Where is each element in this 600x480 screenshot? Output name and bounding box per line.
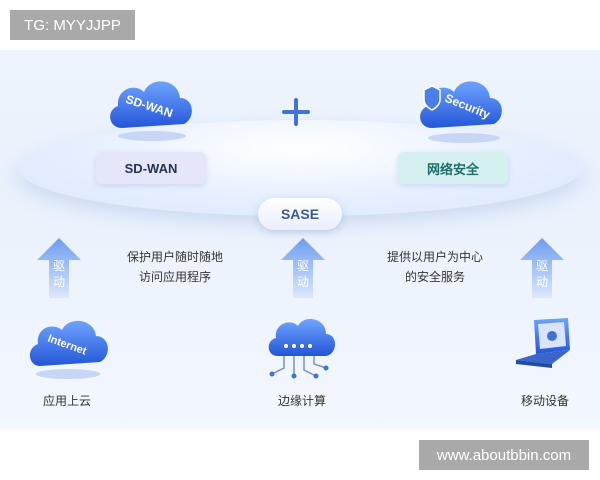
drive-arrow-text: 驱动: [52, 259, 65, 289]
security-label-box: 网络安全: [398, 152, 508, 184]
sdwan-cloud-icon: SD-WAN: [110, 81, 192, 141]
caption-cloud-apps: 应用上云: [42, 394, 91, 408]
drive-arrow-text: 驱动: [296, 259, 309, 289]
up-arrow-icon: [520, 238, 564, 298]
drive-arrow-center: 驱动: [281, 238, 325, 298]
watermark-top: TG: MYYJJPP: [10, 10, 135, 40]
plus-icon: [280, 96, 312, 128]
drive-arrow-text: 驱动: [535, 259, 548, 289]
up-arrow-icon: [37, 238, 81, 298]
desc-right: 提供以用户为中心 的安全服务: [386, 250, 483, 284]
sdwan-label-box: SD-WAN: [96, 152, 206, 184]
edge-computing-icon: [268, 319, 335, 379]
internet-cloud-icon: Internet: [29, 320, 108, 379]
desc-left: 保护用户随时随地 访问应用程序: [126, 250, 223, 284]
watermark-bottom: www.aboutbbin.com: [419, 440, 589, 470]
caption-mobile-devices: 移动设备: [520, 394, 569, 408]
up-arrow-icon: [281, 238, 325, 298]
caption-edge-computing: 边缘计算: [277, 394, 326, 408]
drive-arrow-left: 驱动: [37, 238, 81, 298]
sase-center-label: SASE: [258, 198, 342, 230]
laptop-icon: [516, 318, 570, 368]
security-cloud-icon: Security: [420, 81, 502, 143]
drive-arrow-right: 驱动: [520, 238, 564, 298]
